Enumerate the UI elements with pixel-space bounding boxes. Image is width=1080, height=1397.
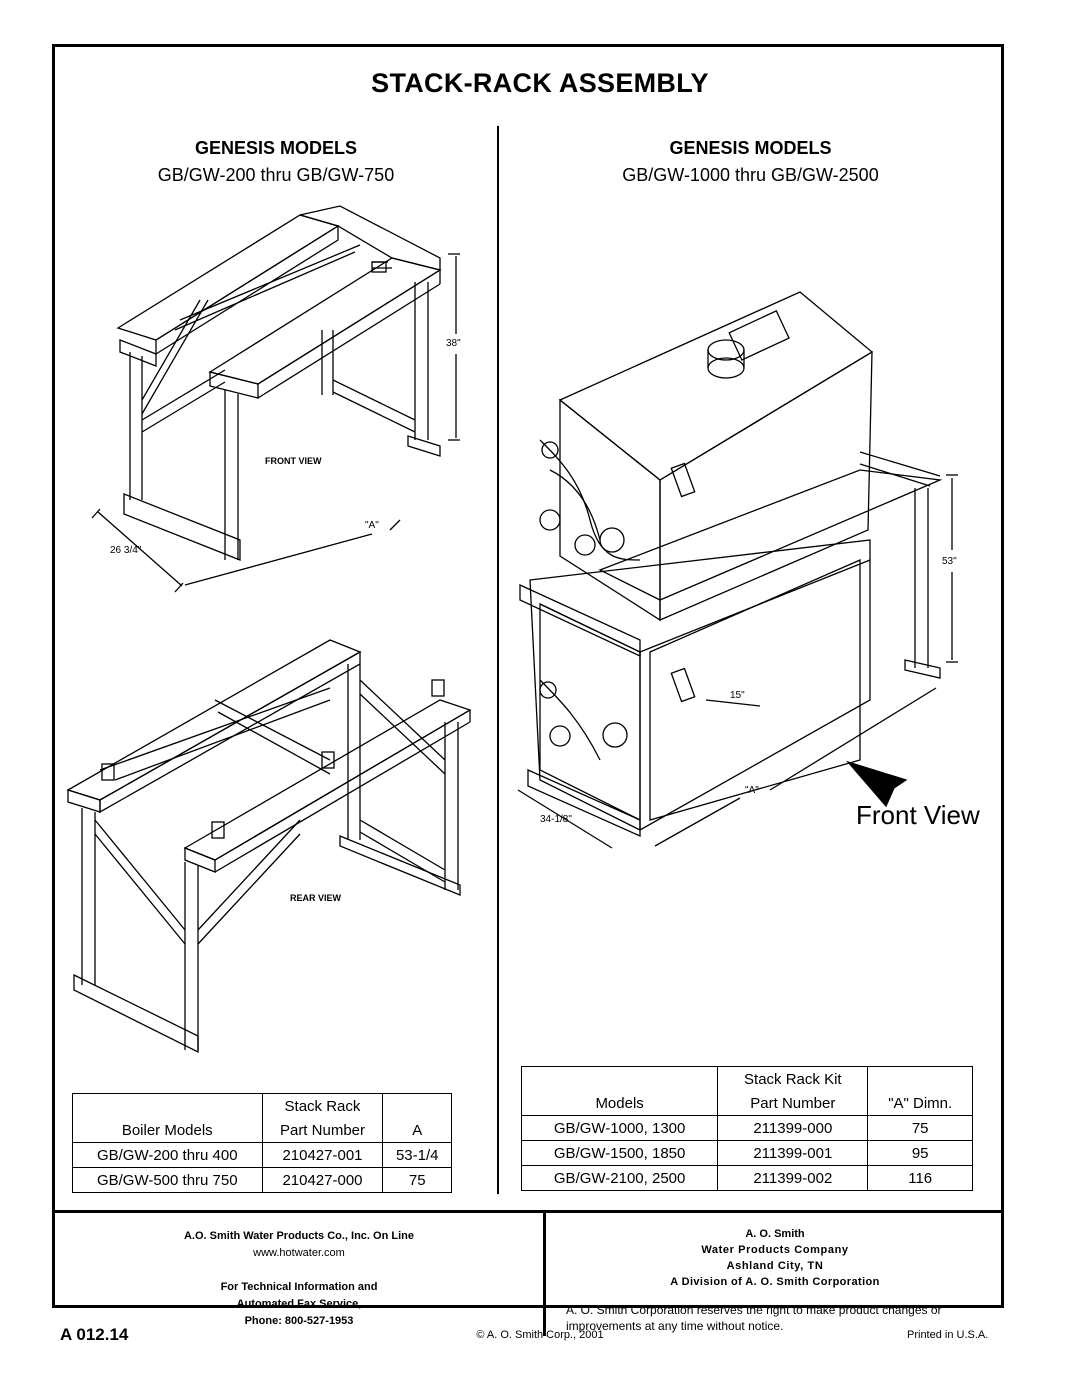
- right-heading-block: GENESIS MODELS GB/GW-1000 thru GB/GW-250…: [503, 138, 998, 186]
- right-parts-table: Stack Rack Kit Models Part Number "A" Di…: [520, 1066, 973, 1191]
- table-cell: 53-1/4: [382, 1142, 452, 1168]
- table-cell: Models: [520, 1091, 719, 1116]
- table-cell: [72, 1093, 263, 1118]
- left-height-dimension: 38": [446, 338, 461, 349]
- left-width-dimension: "A": [365, 520, 379, 531]
- table-cell: "A" Dimn.: [867, 1091, 973, 1116]
- right-depth-dimension: 34-1/8": [540, 814, 572, 825]
- table-cell: 95: [867, 1140, 973, 1166]
- table-cell: Stack Rack Kit: [717, 1066, 869, 1091]
- right-offset-dimension: 15": [730, 690, 745, 701]
- table-cell: [382, 1093, 452, 1118]
- copyright-notice: © A. O. Smith Corp., 2001: [476, 1329, 604, 1341]
- footer-company-name: A. O. Smith: [745, 1228, 805, 1240]
- table-cell: Stack Rack: [261, 1093, 384, 1118]
- footer-website-link[interactable]: www.hotwater.com: [253, 1247, 345, 1259]
- table-header-row: Boiler Models Part Number A: [72, 1118, 452, 1143]
- left-heading: GENESIS MODELS: [194, 138, 358, 158]
- footer-online-label: A.O. Smith Water Products Co., Inc. On L…: [183, 1230, 414, 1242]
- stacked-boilers-drawing: [517, 291, 958, 849]
- right-heading: GENESIS MODELS: [669, 138, 832, 158]
- footer-column-divider: [543, 1212, 546, 1336]
- table-cell: 211399-001: [717, 1140, 869, 1166]
- front-view-arrow-icon: [846, 760, 908, 808]
- footer-phone: Phone: 800-527-1953: [244, 1315, 354, 1327]
- right-subheading: GB/GW-1000 thru GB/GW-2500: [622, 165, 879, 185]
- footer-disclaimer: A. O. Smith Corporation reserves the rig…: [566, 1303, 942, 1333]
- table-cell: [867, 1066, 973, 1091]
- table-header-row: Stack Rack Kit: [520, 1066, 973, 1091]
- table-cell: [520, 1066, 719, 1091]
- page-border: [52, 44, 1004, 1308]
- printed-in-notice: Printed in U.S.A.: [907, 1329, 989, 1341]
- table-cell: 210427-001: [261, 1142, 384, 1168]
- table-header-row: Models Part Number "A" Dimn.: [520, 1091, 973, 1116]
- table-cell: Part Number: [261, 1118, 384, 1143]
- table-cell: 211399-002: [717, 1165, 869, 1191]
- front-view-label: FRONT VIEW: [265, 456, 322, 466]
- left-heading-block: GENESIS MODELS GB/GW-200 thru GB/GW-750: [60, 138, 492, 186]
- table-row: GB/GW-1000, 1300 211399-000 75: [520, 1115, 973, 1141]
- table-cell: 211399-000: [717, 1115, 869, 1141]
- table-cell: Boiler Models: [72, 1118, 263, 1143]
- right-height-dimension: 53": [942, 556, 957, 567]
- footer-company-location: Ashland City, TN: [726, 1260, 824, 1272]
- page-title: STACK-RACK ASSEMBLY: [371, 68, 709, 98]
- table-row: GB/GW-200 thru 400 210427-001 53-1/4: [72, 1142, 452, 1168]
- table-cell: 75: [867, 1115, 973, 1141]
- table-header-row: Stack Rack: [72, 1093, 452, 1118]
- left-parts-table: Stack Rack Boiler Models Part Number A G…: [72, 1093, 452, 1193]
- stack-rack-rear-view-drawing: [66, 639, 472, 1054]
- table-cell: A: [382, 1118, 452, 1143]
- footer-company-parent: A Division of A. O. Smith Corporation: [670, 1276, 880, 1288]
- table-row: GB/GW-1500, 1850 211399-001 95: [520, 1140, 973, 1166]
- table-cell: GB/GW-500 thru 750: [72, 1167, 263, 1193]
- left-depth-dimension: 26 3/4": [110, 545, 142, 556]
- table-cell: 75: [382, 1167, 452, 1193]
- document-number: A 012.14: [60, 1325, 129, 1344]
- footer-divider: [52, 1210, 1004, 1213]
- table-row: GB/GW-500 thru 750 210427-000 75: [72, 1167, 452, 1193]
- column-divider: [497, 126, 499, 1194]
- table-row: GB/GW-2100, 2500 211399-002 116: [520, 1165, 973, 1191]
- stack-rack-front-view-drawing: [91, 205, 460, 593]
- footer-tech-info: For Technical Information and: [220, 1281, 378, 1293]
- left-subheading: GB/GW-200 thru GB/GW-750: [157, 165, 395, 185]
- front-view-caption: Front View: [856, 800, 980, 830]
- rear-view-label: REAR VIEW: [290, 893, 342, 903]
- table-cell: GB/GW-200 thru 400: [72, 1142, 263, 1168]
- table-cell: GB/GW-1000, 1300: [520, 1115, 719, 1141]
- table-cell: 210427-000: [261, 1167, 384, 1193]
- right-width-dimension: "A": [745, 785, 759, 796]
- table-cell: Part Number: [717, 1091, 869, 1116]
- footer-fax-service: Automated Fax Service,: [236, 1298, 362, 1310]
- table-cell: GB/GW-2100, 2500: [520, 1165, 719, 1191]
- footer-company-division: Water Products Company: [701, 1244, 849, 1256]
- table-cell: GB/GW-1500, 1850: [520, 1140, 719, 1166]
- table-cell: 116: [867, 1165, 973, 1191]
